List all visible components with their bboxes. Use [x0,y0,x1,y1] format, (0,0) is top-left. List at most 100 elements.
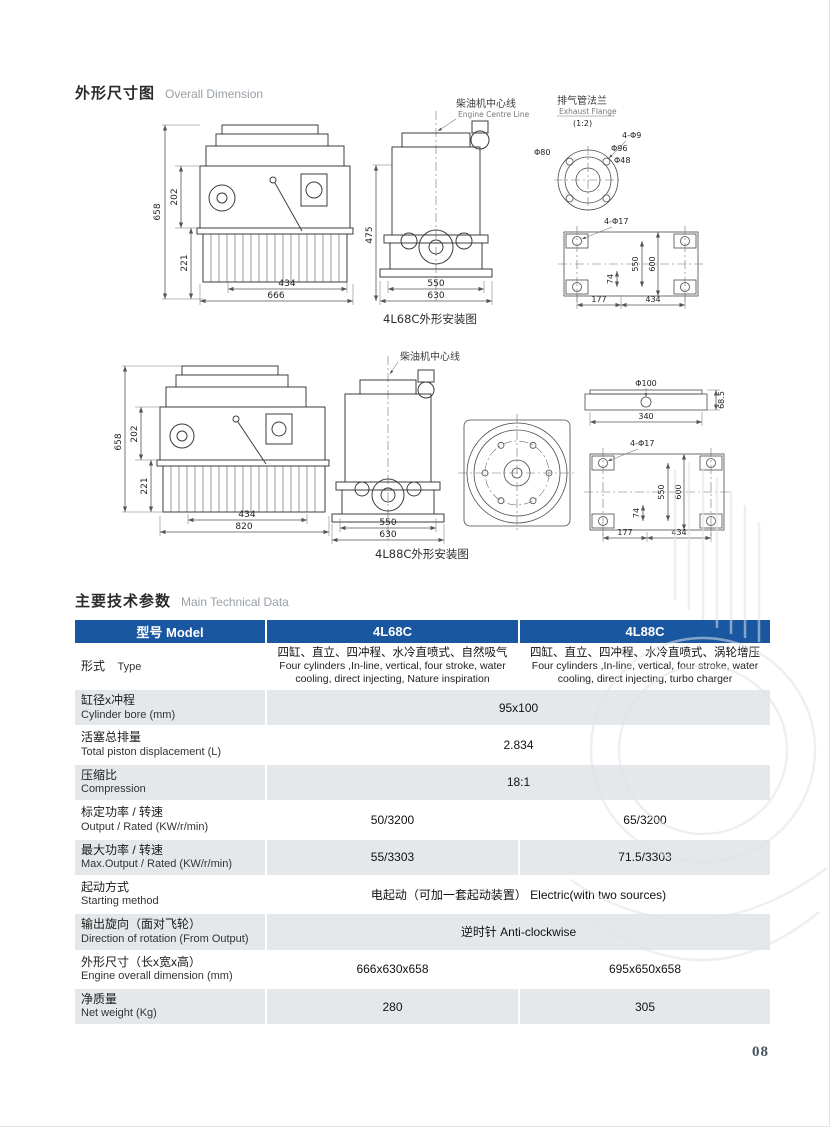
table-row-overall-dimension: 外形尺寸（长x宽x高） Engine overall dimension (mm… [75,951,770,989]
mount-88c-550: 550 [657,484,666,499]
header-4l68c: 4L68C [265,620,518,643]
row-value-4l68c: 666x630x658 [265,951,518,989]
row-label-en: Direction of rotation (From Output) [81,932,249,945]
flange-bolt-holes: 4-Φ9 [622,131,641,140]
row-label-cn: 净质量 [81,991,118,1006]
dim-68c-width-inner: 434 [278,279,295,289]
row-label-en: Total piston displacement (L) [81,746,222,759]
row-label-cn: 起动方式 [81,879,130,894]
row-label: 标定功率 / 转速 Output / Rated (KW/r/min) [75,802,265,840]
engine-front-view-68c: 柴油机中心线 Engine Centre Line 475 550 630 [365,97,530,305]
dim-88c-front-inner: 550 [379,518,396,528]
table-row-compression: 压缩比 Compression 18:1 [75,764,770,803]
mount-68c-434: 434 [645,295,660,304]
row-label-cn: 压缩比 [81,767,118,782]
top-view-height: 68.5 [717,391,726,409]
row-value-4l68c: 280 [265,988,518,1027]
top-view-bore-dia: Φ100 [635,379,657,388]
row-label-cn: 输出旋向（面对飞轮） [81,917,202,932]
row-value-4l68c: 55/3303 [265,839,518,877]
dim-88c-width-inner: 434 [238,510,255,520]
row-label: 形式 Type [75,643,265,691]
centre-line-label-cn: 柴油机中心线 [456,97,516,110]
section-title-overall-dimension: 外形尺寸图 Overall Dimension [75,82,263,103]
row-label-en: Max.Output / Rated (KW/r/min) [81,858,232,871]
row-value-4l68c: 50/3200 [265,802,518,840]
engine-side-view-88c: 658 202 221 434 820 [114,365,330,536]
dim-68c-height-low: 221 [180,254,190,271]
row-label-en: Cylinder bore (mm) [81,708,176,721]
mounting-pattern-88c: 4-Φ17 550 600 74 177 434 [584,439,730,542]
header-model: 型号 Model [75,620,265,643]
row-value: 2.834 [265,727,770,765]
dim-88c-height-total: 658 [114,433,124,450]
dim-68c-front-total: 630 [427,291,444,301]
flywheel-end-view-88c [458,414,576,532]
table-row-rated-output: 标定功率 / 转速 Output / Rated (KW/r/min) 50/3… [75,802,770,840]
exhaust-flange-detail: 排气管法兰 Exhaust Flange (1:2) 4-Φ9 Φ80 Φ96 … [534,95,641,214]
row-label-en: Compression [81,783,146,796]
row-label-en: Engine overall dimension (mm) [81,970,233,983]
row-label: 起动方式 Starting method [75,876,265,915]
drawing-4l88c: 658 202 221 434 820 柴油机中心线 [114,350,730,561]
mounting-pattern-68c: 4-Φ17 550 600 74 177 434 [558,217,704,309]
row-label-en: Output / Rated (KW/r/min) [81,820,209,833]
row-label: 活塞总排量 Total piston displacement (L) [75,727,265,765]
row-value: 电起动（可加一套起动装置） Electric(with two sources) [265,876,770,915]
page-number: 08 [752,1044,769,1060]
dim-68c-width-total: 666 [267,291,284,301]
section-title-en: Overall Dimension [165,87,264,101]
row-label: 净质量 Net weight (Kg) [75,988,265,1027]
row-value-4l88c: 四缸、直立、四冲程、水冷直喷式、涡轮增压 Four cylinders ,In-… [518,643,770,691]
dim-68c-height-mid: 202 [170,188,180,205]
mount-holes-68c: 4-Φ17 [604,217,628,226]
centre-line-label-en: Engine Centre Line [458,110,530,119]
dim-68c-front-height: 475 [365,226,375,243]
dim-88c-front-total: 630 [379,530,396,540]
dim-88c-width-total: 820 [235,522,252,532]
row-label: 压缩比 Compression [75,764,265,803]
value-cn: 四缸、直立、四冲程、水冷直喷式、涡轮增压 [530,647,760,659]
mount-88c-600: 600 [674,484,683,499]
table-row-rotation: 输出旋向（面对飞轮） Direction of rotation (From O… [75,914,770,952]
table-header-row: 型号 Model 4L68C 4L88C [75,620,770,643]
mount-68c-177: 177 [591,295,606,304]
mount-88c-177: 177 [617,528,632,537]
table-row-max-output: 最大功率 / 转速 Max.Output / Rated (KW/r/min) … [75,839,770,877]
dim-68c-front-inner: 550 [427,279,444,289]
section-title-en: Main Technical Data [181,595,289,609]
table-row-net-weight: 净质量 Net weight (Kg) 280 305 [75,988,770,1027]
value-en: Four cylinders ,In-line, vertical, four … [279,660,506,685]
row-value: 95x100 [265,690,770,728]
section-title-cn: 外形尺寸图 [75,85,156,102]
mount-holes-88c: 4-Φ17 [630,439,654,448]
drawing-4l68c: 658 202 221 434 666 柴油机中心线 E [153,95,704,326]
dim-88c-height-low: 221 [140,477,150,494]
row-value-4l88c: 65/3200 [518,802,770,840]
row-value: 18:1 [265,764,770,803]
caption-4l88c: 4L88C外形安装图 [375,547,469,561]
row-label-en: Starting method [81,895,159,908]
row-label: 最大功率 / 转速 Max.Output / Rated (KW/r/min) [75,839,265,877]
top-view-length: 340 [638,412,653,421]
value-en: Four cylinders ,In-line, vertical, four … [531,660,759,685]
engine-side-view-68c: 658 202 221 434 666 [153,124,354,305]
section-title-main-technical-data: 主要技术参数 Main Technical Data [75,590,289,611]
flange-bore-dia: Φ48 [614,156,630,165]
row-label-cn: 标定功率 / 转速 [81,805,164,820]
table-row-type: 形式 Type 四缸、直立、四冲程、水冷直喷式、自然吸气 Four cylind… [75,643,770,691]
mount-68c-600: 600 [648,256,657,271]
row-label-cn: 最大功率 / 转速 [81,842,164,857]
row-value-4l88c: 71.5/3303 [518,839,770,877]
flange-scale: (1:2) [573,119,592,128]
row-label-en: Net weight (Kg) [81,1007,157,1020]
flange-outer-dia: Φ96 [611,144,627,153]
section-title-cn: 主要技术参数 [75,593,172,610]
header-4l88c: 4L88C [518,620,770,643]
row-label-en: Type [117,660,142,673]
row-label: 缸径x冲程 Cylinder bore (mm) [75,690,265,728]
engine-front-view-88c: 柴油机中心线 550 630 [331,350,460,544]
row-value-4l88c: 695x650x658 [518,951,770,989]
row-label-cn: 缸径x冲程 [81,693,136,708]
